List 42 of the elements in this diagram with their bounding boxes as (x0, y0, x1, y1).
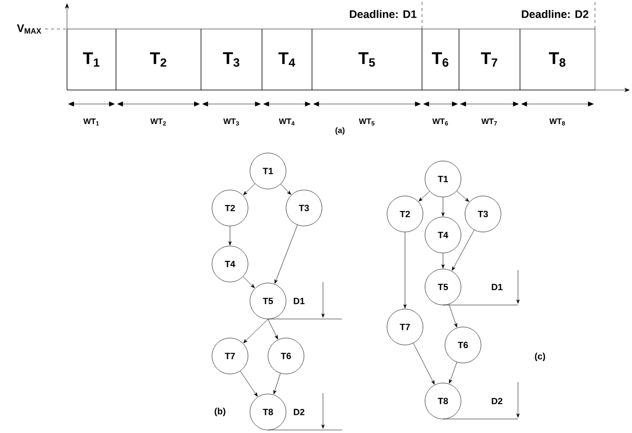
task-box: T$_{7}$ (458, 28, 520, 90)
arrow (243, 184, 256, 196)
deadline-label: D2 (492, 398, 502, 404)
arrow (243, 319, 268, 344)
arrow (240, 370, 258, 397)
arrow (456, 190, 470, 202)
duration-label: WT$_{5}$ (358, 118, 374, 126)
arrow (242, 276, 255, 288)
panel-label: (c) (534, 352, 546, 362)
task-box: T$_{3}$ (200, 28, 262, 90)
deadline-label: Deadline: D2 (522, 10, 588, 18)
duration-label: WT$_{6}$ (432, 118, 448, 126)
deadline-label: D1 (492, 284, 502, 290)
task-box: T$_{8}$ (520, 28, 596, 90)
duration-label: WT$_{7}$ (481, 118, 497, 126)
duration-label: WT$_{8}$ (549, 118, 565, 126)
arrow (441, 197, 445, 216)
arrow (273, 373, 281, 394)
duration-label: WT$_{4}$ (278, 118, 295, 126)
deadline-label: Deadline: D1 (350, 10, 416, 18)
arrow (452, 230, 474, 271)
duration-label: WT$_{2}$ (150, 118, 166, 126)
arrow (268, 319, 278, 340)
arrow (280, 184, 292, 195)
panel-label: (b) (214, 408, 226, 416)
arrow (449, 362, 458, 384)
arrow (441, 253, 445, 268)
arrow (228, 226, 232, 246)
panel-label: (a) (336, 127, 344, 135)
arrow (448, 304, 458, 328)
task-box: T$_{6}$ (422, 28, 460, 90)
duration-label: WT$_{1}$ (83, 118, 99, 126)
duration-label: WT$_{3}$ (223, 118, 239, 126)
arrow (274, 224, 298, 284)
task-box: T$_{5}$ (312, 28, 422, 90)
axis-label: V$_{MAX}$ (16, 24, 42, 34)
arrow (418, 191, 430, 202)
task-box: T$_{1}$ (66, 28, 116, 90)
arrow (413, 342, 435, 384)
arrow (403, 232, 407, 308)
task-box: T$_{4}$ (262, 28, 312, 90)
task-box: T$_{2}$ (116, 28, 202, 90)
